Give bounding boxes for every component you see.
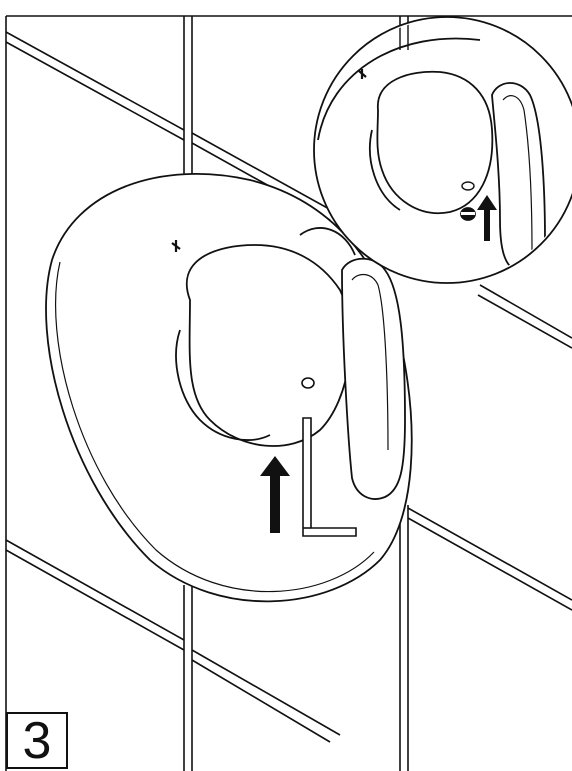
inset-up-arrow-icon — [477, 195, 497, 241]
magnified-detail-inset — [313, 16, 572, 284]
step-number-box: 3 — [6, 712, 68, 769]
valve-handle-body — [175, 227, 356, 447]
set-screw-hole — [301, 377, 315, 389]
hex-key-icon — [302, 417, 357, 537]
up-arrow-icon — [260, 456, 290, 533]
frame-lines — [5, 15, 572, 771]
plate-mark — [171, 240, 181, 252]
valve-lever — [341, 257, 406, 500]
step-number: 3 — [22, 711, 52, 770]
